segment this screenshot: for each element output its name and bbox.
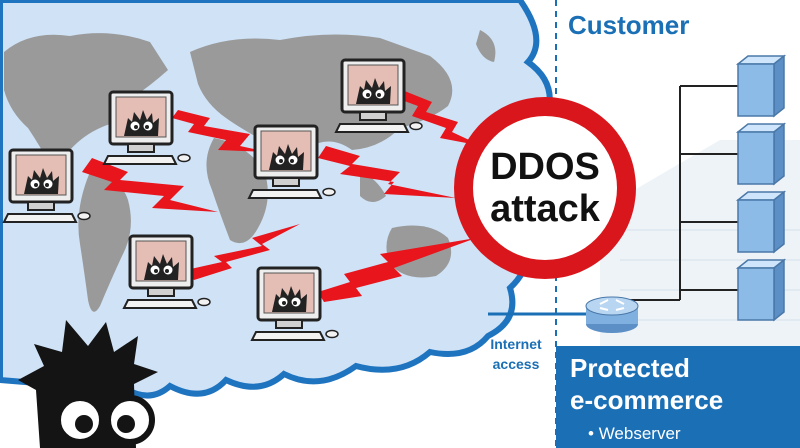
lightning-bolt-5: [186, 224, 300, 280]
protected-box: [556, 346, 800, 448]
lightning-bolt-6: [318, 238, 476, 302]
lightning-bolt-2: [172, 110, 268, 152]
internet-label-line2: access: [492, 356, 540, 372]
internet-access-label: Internet access: [478, 334, 554, 374]
protected-line2: e-commerce: [570, 385, 724, 415]
internet-label-line1: Internet: [490, 336, 542, 352]
hacker-mascot-icon: [18, 320, 158, 448]
sign-text: DDOS attack: [473, 146, 617, 230]
server-icon: [737, 123, 785, 185]
customer-title: Customer: [568, 10, 690, 40]
router-icon: [585, 296, 639, 333]
protected-title: Protected e-commerce: [570, 352, 723, 416]
server-icon: [737, 55, 785, 117]
sign-line-ddos: DDOS: [490, 146, 600, 188]
lightning-bolt-1: [82, 158, 218, 212]
ddos-stop-sign: [454, 97, 636, 279]
lightning-bolt-3: [318, 146, 456, 198]
bullet-webserver: Webserver: [598, 424, 681, 443]
protected-bullet-item: • Webserver: [588, 424, 681, 444]
sign-line-attack: attack: [490, 188, 600, 230]
server-icon: [737, 191, 785, 253]
protected-line1: Protected: [570, 353, 690, 383]
lightning-bolt-4: [396, 90, 482, 146]
attack-bolts: [82, 90, 482, 302]
bullet-dot: •: [588, 424, 599, 443]
server-icon: [737, 259, 785, 321]
